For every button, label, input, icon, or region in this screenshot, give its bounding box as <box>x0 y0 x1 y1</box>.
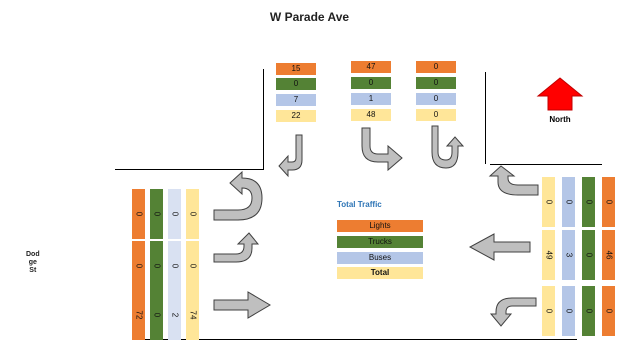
count-trucks: 0 <box>150 290 163 340</box>
arrow-west-u-turn <box>213 170 263 221</box>
count-trucks: 0 <box>582 286 595 336</box>
count-trucks: 0 <box>150 241 163 291</box>
count-buses: 0 <box>168 241 181 291</box>
count-lights: 0 <box>602 177 615 227</box>
count-trucks: 0 <box>150 189 163 239</box>
count-buses: 1 <box>351 93 391 105</box>
road-edge-top-left-horizontal <box>115 169 264 170</box>
road-edge-top-left-vertical <box>263 69 264 170</box>
arrow-east-u-turn <box>488 165 539 196</box>
arrow-north-left-turn <box>278 134 303 178</box>
count-lights: 72 <box>132 290 145 340</box>
count-total: 0 <box>186 241 199 291</box>
count-total: 48 <box>351 109 391 121</box>
count-trucks: 0 <box>276 78 316 90</box>
legend-total: Total <box>337 267 423 279</box>
road-edge-bottom <box>145 339 577 340</box>
road-edge-top-right-vertical <box>485 72 486 164</box>
count-trucks: 0 <box>416 77 456 89</box>
count-buses: 7 <box>276 94 316 106</box>
arrow-east-through <box>468 233 531 261</box>
count-total: 74 <box>186 290 199 340</box>
count-lights: 0 <box>416 61 456 73</box>
count-total: 0 <box>186 189 199 239</box>
count-total: 49 <box>542 230 555 280</box>
count-buses: 3 <box>562 230 575 280</box>
count-buses: 2 <box>168 290 181 340</box>
arrow-west-left-turn <box>213 232 260 263</box>
count-total: 0 <box>542 286 555 336</box>
count-trucks: 0 <box>351 77 391 89</box>
north-arrow-icon <box>536 77 584 111</box>
count-lights: 46 <box>602 230 615 280</box>
side-street-label: Dod ge St <box>26 251 40 274</box>
count-total: 22 <box>276 110 316 122</box>
count-lights: 0 <box>602 286 615 336</box>
count-trucks: 0 <box>582 177 595 227</box>
count-lights: 0 <box>132 189 145 239</box>
count-lights: 15 <box>276 63 316 75</box>
count-buses: 0 <box>168 189 181 239</box>
count-trucks: 0 <box>582 230 595 280</box>
count-buses: 0 <box>562 286 575 336</box>
count-lights: 0 <box>132 241 145 291</box>
arrow-north-right-turn <box>361 127 403 172</box>
count-lights: 47 <box>351 61 391 73</box>
count-buses: 0 <box>416 93 456 105</box>
arrow-east-right-turn <box>489 297 537 327</box>
legend-lights: Lights <box>337 220 423 232</box>
count-buses: 0 <box>562 177 575 227</box>
street-name-title: W Parade Ave <box>269 10 350 24</box>
arrow-north-u-turn <box>431 125 465 169</box>
legend-buses: Buses <box>337 252 423 264</box>
legend-trucks: Trucks <box>337 236 423 248</box>
count-total: 0 <box>542 177 555 227</box>
road-edge-top-right-horizontal <box>490 164 602 165</box>
arrow-west-through <box>213 291 271 319</box>
legend-title: Total Traffic <box>337 200 382 209</box>
north-label: North <box>549 115 571 124</box>
count-total: 0 <box>416 109 456 121</box>
